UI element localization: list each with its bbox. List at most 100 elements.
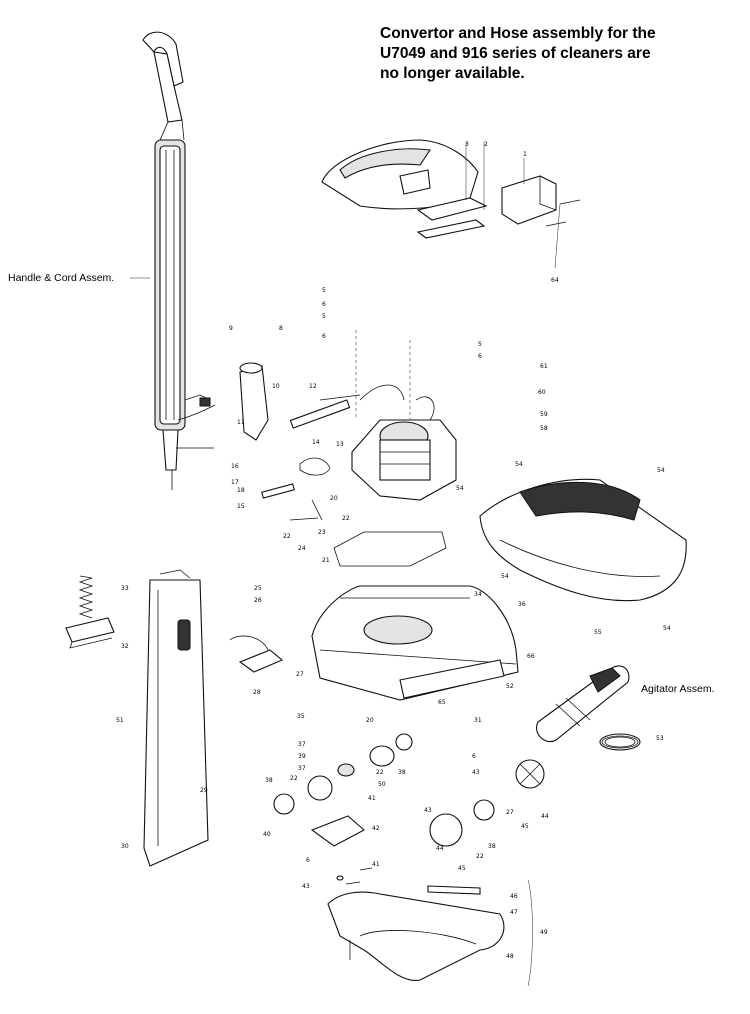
- part-number: 5: [322, 287, 326, 294]
- part-number: 22: [342, 515, 350, 522]
- availability-notice: Convertor and Hose assembly for the U704…: [380, 24, 740, 84]
- part-number: 54: [456, 485, 464, 492]
- part-number: 11: [237, 419, 245, 426]
- part-number: 49: [540, 929, 548, 936]
- part-number: 52: [506, 683, 514, 690]
- part-number: 16: [231, 463, 239, 470]
- part-number: 48: [506, 953, 514, 960]
- spring-and-bracket[interactable]: [65, 575, 115, 649]
- part-number: 10: [272, 383, 280, 390]
- part-number: 38: [265, 777, 273, 784]
- part-number: 24: [298, 545, 306, 552]
- part-number: 6: [306, 857, 310, 864]
- part-number: 29: [200, 787, 208, 794]
- part-number: 33: [121, 585, 129, 592]
- part-number: 45: [458, 865, 466, 872]
- drive-parts[interactable]: [273, 733, 545, 885]
- part-number: 8: [279, 325, 283, 332]
- part-number: 44: [541, 813, 549, 820]
- agitator-callout[interactable]: Agitator Assem.: [641, 683, 715, 695]
- part-number: 38: [488, 843, 496, 850]
- part-number: 46: [510, 893, 518, 900]
- part-number: 44: [436, 845, 444, 852]
- part-number: 54: [515, 461, 523, 468]
- part-number: 51: [116, 717, 124, 724]
- hood-cover[interactable]: [479, 478, 687, 602]
- part-number: 30: [121, 843, 129, 850]
- part-number: 17: [231, 479, 239, 486]
- part-number: 54: [501, 573, 509, 580]
- part-number: 6: [322, 301, 326, 308]
- part-number: 27: [296, 671, 304, 678]
- notice-line-1: Convertor and Hose assembly for the: [380, 25, 656, 42]
- handle-cord-assembly[interactable]: [130, 31, 216, 490]
- motor-housing[interactable]: [239, 330, 457, 521]
- part-number: 27: [506, 809, 514, 816]
- part-number: 36: [518, 601, 526, 608]
- part-number: 23: [318, 529, 326, 536]
- part-number: 22: [290, 775, 298, 782]
- part-number: 38: [398, 769, 406, 776]
- part-number: 61: [540, 363, 548, 370]
- part-number: 43: [424, 807, 432, 814]
- part-number: 12: [309, 383, 317, 390]
- part-number: 6: [322, 333, 326, 340]
- oval-grip[interactable]: [229, 635, 284, 673]
- part-number: 5: [322, 313, 326, 320]
- part-number: 6: [472, 753, 476, 760]
- part-number: 59: [540, 411, 548, 418]
- part-labels: 1 2 3 64 5 6 5 6 9 8 5 6 61 60 59 58 10 …: [116, 141, 671, 960]
- part-number: 43: [472, 769, 480, 776]
- drive-belt[interactable]: [601, 735, 639, 749]
- part-number: 22: [476, 853, 484, 860]
- part-number: 32: [121, 643, 129, 650]
- part-number: 35: [297, 713, 305, 720]
- outer-bag[interactable]: [143, 569, 209, 867]
- part-number: 66: [527, 653, 535, 660]
- part-number: 20: [366, 717, 374, 724]
- part-number: 53: [656, 735, 664, 742]
- part-number: 47: [510, 909, 518, 916]
- part-number: 2: [484, 141, 488, 148]
- part-number: 40: [263, 831, 271, 838]
- agitator-assembly[interactable]: [536, 665, 641, 751]
- part-number: 54: [663, 625, 671, 632]
- part-number: 31: [474, 717, 482, 724]
- part-number: 28: [253, 689, 261, 696]
- part-number: 37: [298, 741, 306, 748]
- part-number: 64: [551, 277, 559, 284]
- part-number: 58: [540, 425, 548, 432]
- part-number: 22: [283, 533, 291, 540]
- part-number: 60: [538, 389, 546, 396]
- part-number: 22: [376, 769, 384, 776]
- part-number: 42: [372, 825, 380, 832]
- part-number: 41: [368, 795, 376, 802]
- bottom-plate[interactable]: [327, 879, 533, 987]
- part-number: 18: [237, 487, 245, 494]
- top-cover[interactable]: [321, 139, 581, 269]
- part-number: 65: [438, 699, 446, 706]
- notice-line-3: no longer available.: [380, 65, 525, 82]
- part-number: 50: [378, 781, 386, 788]
- part-number: 37: [298, 765, 306, 772]
- part-number: 34: [474, 591, 482, 598]
- part-number: 55: [594, 629, 602, 636]
- base-nozzle[interactable]: [311, 585, 519, 701]
- part-number: 15: [237, 503, 245, 510]
- part-number: 45: [521, 823, 529, 830]
- part-number: 20: [330, 495, 338, 502]
- part-number: 43: [302, 883, 310, 890]
- handle-cord-callout[interactable]: Handle & Cord Assem.: [8, 272, 115, 284]
- part-number: 14: [312, 439, 320, 446]
- part-number: 6: [478, 353, 482, 360]
- part-number: 26: [254, 597, 262, 604]
- part-number: 13: [336, 441, 344, 448]
- part-number: 3: [465, 141, 469, 148]
- part-number: 1: [523, 151, 527, 158]
- part-number: 54: [657, 467, 665, 474]
- part-number: 21: [322, 557, 330, 564]
- part-number: 5: [478, 341, 482, 348]
- part-number: 25: [254, 585, 262, 592]
- gasket: [333, 531, 447, 567]
